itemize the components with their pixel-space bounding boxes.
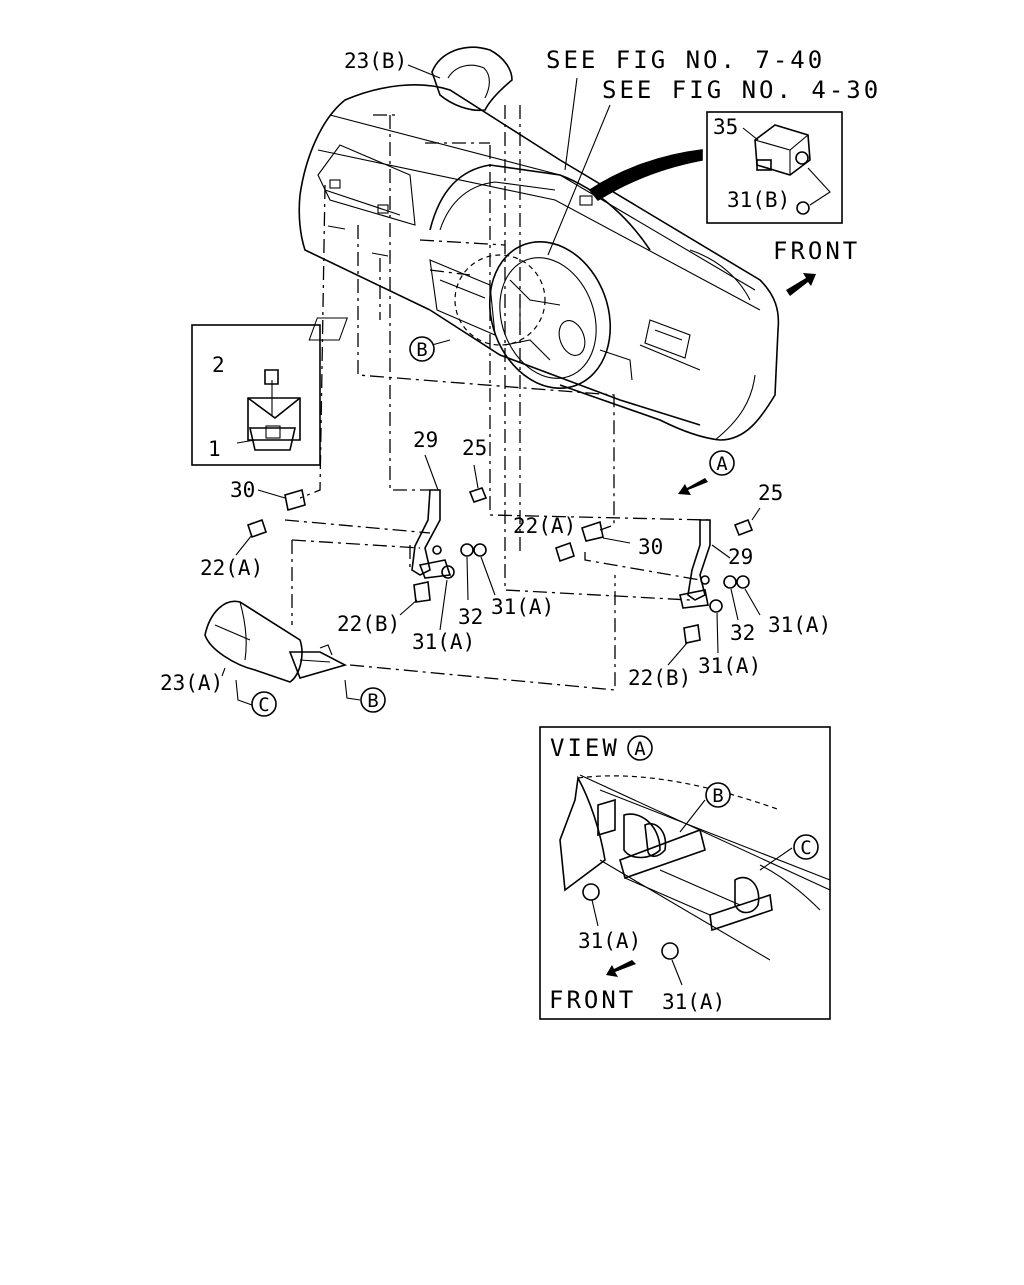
callout-31a-view-1: 31(A) bbox=[578, 929, 641, 953]
svg-text:B: B bbox=[416, 339, 427, 361]
callout-31a-view-2: 31(A) bbox=[662, 990, 725, 1014]
svg-text:C: C bbox=[800, 837, 811, 859]
callout-29-right: 29 bbox=[728, 545, 753, 569]
marker-c-view: C bbox=[793, 834, 819, 860]
callout-23b: 23(B) bbox=[344, 49, 407, 73]
callout-2: 2 bbox=[212, 353, 225, 377]
callout-32-left: 32 bbox=[458, 605, 483, 629]
callout-22b-left: 22(B) bbox=[337, 612, 400, 636]
marker-a-view-title: A bbox=[627, 735, 653, 761]
callout-30-right: 30 bbox=[638, 535, 663, 559]
callout-22a-left: 22(A) bbox=[200, 556, 263, 580]
direction-arrow-a bbox=[678, 478, 708, 495]
front-label-view-a: FRONT bbox=[549, 986, 636, 1014]
svg-text:A: A bbox=[634, 738, 646, 760]
callout-22b-right: 22(B) bbox=[628, 666, 691, 690]
routing-lines bbox=[284, 105, 711, 691]
reference-fig-4-30: SEE FIG NO. 4-30 bbox=[602, 76, 881, 104]
svg-text:B: B bbox=[367, 690, 378, 712]
callout-32-right: 32 bbox=[730, 621, 755, 645]
callout-31b: 31(B) bbox=[727, 188, 790, 212]
svg-text:A: A bbox=[716, 453, 728, 475]
callout-29-left: 29 bbox=[413, 428, 438, 452]
instrument-panel-illustration bbox=[298, 46, 780, 441]
marker-b-airbag: B bbox=[360, 687, 386, 713]
detail-box-sensor bbox=[706, 111, 843, 224]
passenger-airbag-module bbox=[204, 600, 361, 706]
callout-35: 35 bbox=[713, 115, 738, 139]
callout-31a-right-1: 31(A) bbox=[768, 613, 831, 637]
left-bracket-assembly bbox=[235, 454, 496, 631]
callout-25-right: 25 bbox=[758, 481, 783, 505]
callout-22a-right: 22(A) bbox=[513, 514, 576, 538]
svg-text:C: C bbox=[258, 694, 269, 716]
marker-c-airbag: C bbox=[251, 691, 277, 717]
callout-31a-left-2: 31(A) bbox=[491, 595, 554, 619]
callout-31a-left-1: 31(A) bbox=[412, 630, 475, 654]
callout-23a: 23(A) bbox=[160, 671, 223, 695]
right-bracket-assembly bbox=[555, 507, 761, 666]
svg-text:B: B bbox=[712, 785, 723, 807]
front-arrow-view-a bbox=[606, 960, 636, 977]
marker-a-main: A bbox=[709, 450, 735, 476]
marker-b-view: B bbox=[705, 782, 731, 808]
marker-b-dash: B bbox=[409, 336, 435, 362]
reference-fig-7-40: SEE FIG NO. 7-40 bbox=[546, 46, 825, 74]
callout-30-left: 30 bbox=[230, 478, 255, 502]
callout-25-left: 25 bbox=[462, 436, 487, 460]
detail-box-module bbox=[191, 324, 321, 466]
view-a-detail bbox=[539, 726, 831, 1020]
view-a-title: VIEW bbox=[550, 734, 620, 762]
front-label-main: FRONT bbox=[773, 237, 860, 265]
callout-1: 1 bbox=[208, 437, 221, 461]
callout-31a-right-2: 31(A) bbox=[698, 654, 761, 678]
front-arrow-main bbox=[786, 273, 816, 296]
